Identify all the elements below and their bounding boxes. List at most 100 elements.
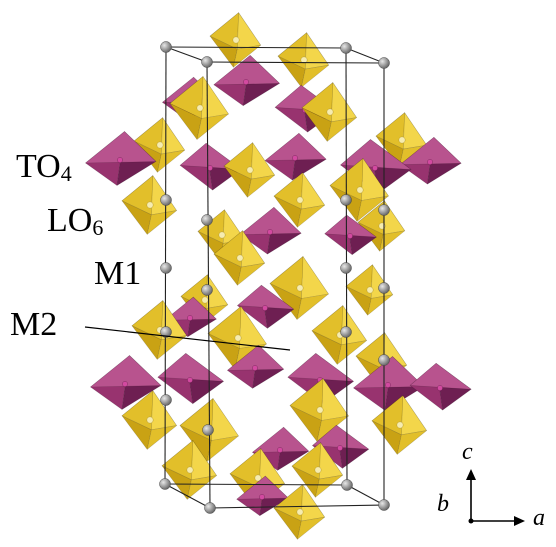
octahedron-face (146, 425, 177, 450)
octahedron-center-atom (398, 136, 406, 144)
cell-atom (378, 57, 390, 69)
label-m1: M1 (94, 255, 142, 292)
polyhedra-layer (85, 12, 472, 540)
cell-atom (378, 499, 390, 511)
octahedron-face (237, 12, 262, 50)
tetrahedron (324, 214, 377, 255)
octahedron (301, 82, 357, 142)
octahedron-face (371, 395, 404, 436)
octahedron (277, 32, 330, 88)
tetrahedron (90, 355, 162, 410)
label-to4: TO4 (16, 148, 72, 186)
tetrahedron (252, 426, 310, 471)
cell-atom (340, 42, 352, 54)
tetrahedron (157, 353, 224, 405)
octahedron-face (156, 335, 187, 360)
tetrahedron (227, 344, 285, 389)
octahedron-center-atom (396, 421, 404, 429)
tetrahedron-center-atom (262, 305, 268, 311)
octahedron-center-atom (296, 284, 304, 292)
octahedron-center-atom (146, 201, 154, 209)
tetrahedron (164, 296, 217, 338)
cell-atom (341, 479, 353, 491)
unit-cell-edge (165, 46, 208, 63)
octahedron (223, 142, 276, 198)
octahedron-face (326, 117, 357, 142)
tetrahedron-center-atom (437, 385, 443, 391)
cell-atom (160, 194, 172, 206)
label-lo6: LO6 (47, 202, 104, 240)
octahedron-center-atom (156, 141, 164, 149)
tetrahedron (239, 207, 302, 255)
octahedron-center-atom (234, 334, 242, 342)
tetrahedron-center-atom (337, 445, 343, 451)
tetrahedron-center-atom (117, 157, 123, 163)
tetrahedron (264, 133, 327, 181)
octahedron-face (297, 516, 326, 540)
axis-label-b: b (437, 491, 449, 517)
cell-atom (160, 394, 172, 406)
octahedron (169, 76, 229, 140)
octahedron-face (121, 415, 152, 450)
octahedron (273, 484, 326, 540)
octahedron-face (331, 82, 357, 123)
octahedron (161, 440, 217, 500)
tetrahedron-center-atom (385, 382, 391, 388)
octahedron-face (186, 475, 217, 500)
octahedron-center-atom (236, 254, 244, 262)
unit-cell-edge (165, 46, 347, 49)
octahedron-face (297, 204, 326, 228)
octahedron-face (273, 195, 302, 228)
tetrahedron (409, 362, 472, 411)
axis-label-a: a (533, 505, 545, 531)
octahedron-face (161, 465, 192, 500)
tetrahedron-center-atom (267, 229, 273, 235)
tetrahedron (399, 137, 462, 185)
octahedron (311, 305, 367, 365)
octahedron-face (300, 172, 326, 210)
octahedron-face (396, 430, 427, 455)
unit-cell-edge (164, 483, 211, 509)
octahedron (273, 172, 326, 228)
tetrahedron-center-atom (372, 165, 378, 171)
octahedron (371, 395, 427, 455)
octahedron-center-atom (254, 474, 262, 482)
tetrahedron-face (157, 353, 224, 382)
octahedron-face (196, 113, 229, 140)
cell-atom (340, 326, 352, 338)
cell-atom (201, 214, 213, 226)
axis-indicator (466, 469, 525, 526)
cell-atom (202, 424, 214, 436)
octahedron-face (161, 117, 185, 155)
octahedron-face (237, 262, 266, 286)
unit-cell-edge (345, 47, 385, 64)
axis-label-c: c (462, 439, 473, 465)
octahedron (213, 230, 266, 286)
cell-atom (201, 284, 213, 296)
cell-atom (160, 41, 172, 53)
tetrahedron (213, 55, 280, 107)
octahedron (269, 256, 329, 320)
octahedron-face (247, 174, 276, 198)
tetrahedron-center-atom (122, 381, 128, 387)
cell-atom (378, 354, 390, 366)
octahedron-face (311, 330, 342, 365)
cell-atom (340, 194, 352, 206)
tetrahedron (179, 143, 242, 191)
octahedron-center-atom (232, 36, 240, 44)
octahedron (179, 398, 239, 462)
octahedron-face (304, 32, 330, 70)
unit-cell-edge (164, 483, 348, 486)
octahedron-center-atom (201, 296, 209, 304)
tetrahedron-center-atom (243, 79, 249, 85)
unit-cell-edge (346, 484, 385, 506)
octahedron-face (291, 465, 320, 498)
octahedron-center-atom (366, 286, 374, 294)
cell-atom (201, 56, 213, 68)
octahedron-face (301, 107, 332, 142)
tetrahedron-center-atom (427, 159, 433, 165)
octahedron-face (379, 230, 406, 252)
octahedron-face (273, 507, 302, 540)
cell-atom (160, 262, 172, 274)
tetrahedron-center-atom (259, 494, 265, 500)
